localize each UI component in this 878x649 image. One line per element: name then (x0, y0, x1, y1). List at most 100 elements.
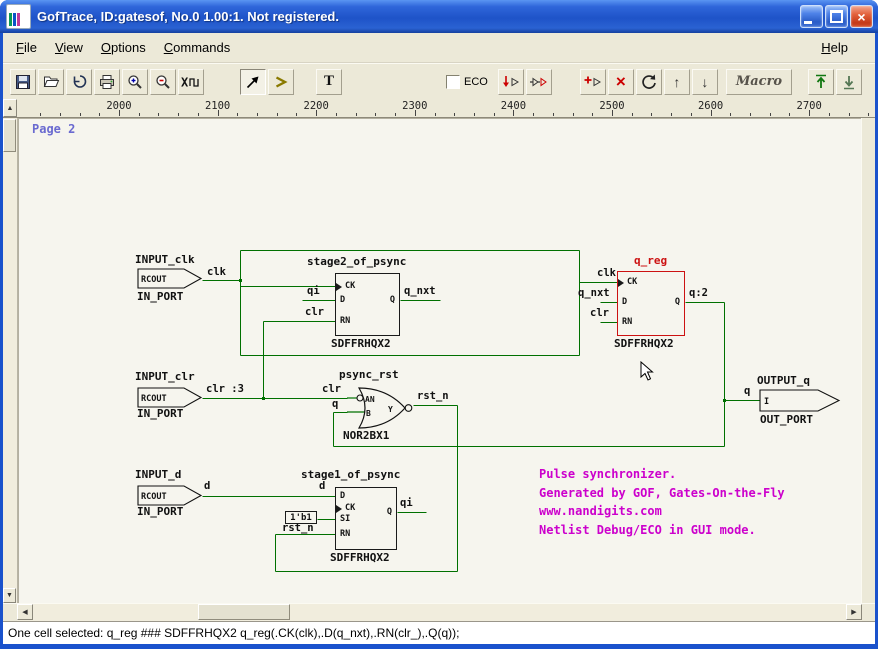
vertical-scrollbar[interactable]: ▼ (3, 118, 18, 603)
port-title-output-q[interactable]: OUTPUT_q (757, 374, 810, 387)
net-label-qi-stage2[interactable]: qi (307, 285, 320, 297)
ruler-tick (454, 113, 456, 116)
eco-label: ECO (464, 75, 488, 88)
cell-title-psync_rst[interactable]: psync_rst (339, 368, 399, 381)
vertical-scrollbar-thumb[interactable] (3, 119, 16, 152)
ruler-tick (237, 113, 239, 116)
menu-item-file[interactable]: File (16, 40, 37, 55)
ruler-tick (414, 110, 416, 116)
cell-q_reg[interactable]: CK D RN Q (617, 271, 685, 336)
net-label-qnxt-qreg[interactable]: q_nxt (578, 287, 610, 299)
pop-netlist-button[interactable] (836, 68, 863, 95)
hscroll-right-button[interactable]: ▶ (846, 604, 862, 620)
net-label-clk[interactable]: clk (207, 266, 226, 278)
cell-stage1_of_psync[interactable]: D CK SI RN Q (335, 487, 397, 550)
ruler-tick (276, 113, 278, 116)
ruler-tick (79, 113, 81, 116)
eco-add-gate-button[interactable] (579, 68, 606, 95)
menu-item-help[interactable]: Help (821, 40, 848, 55)
clock-pin-icon (336, 283, 342, 291)
ruler-tick (217, 110, 219, 116)
ruler-tick (612, 110, 613, 116)
net-label-clr-qreg[interactable]: clr (590, 307, 609, 319)
vscroll-up-button[interactable]: ▲ (3, 99, 17, 117)
app-logo-icon (6, 4, 31, 29)
menu-item-options[interactable]: Options (100, 40, 146, 55)
undo-button[interactable] (66, 68, 92, 95)
zoom-in-button[interactable] (122, 68, 148, 95)
cell-title-stage1[interactable]: stage1_of_psync (301, 468, 401, 481)
eco-move-up-button[interactable]: ↑ (663, 68, 690, 95)
close-button[interactable]: × (850, 5, 873, 28)
ruler-tick (59, 113, 61, 116)
port-symbol-input-d[interactable]: RCOUT (137, 485, 203, 506)
ruler-tick (335, 113, 337, 116)
maximize-button[interactable] (825, 5, 848, 28)
net-label-clr-3[interactable]: clr :3 (206, 383, 244, 395)
net-label-qi-out[interactable]: qi (400, 497, 413, 509)
horizontal-scrollbar-thumb[interactable] (198, 604, 290, 620)
schematic-canvas[interactable]: Page 2 INPUT_clk RCOUT IN_PORT clk INPUT… (18, 118, 861, 603)
open-button[interactable] (38, 68, 64, 95)
net-label-d-port[interactable]: d (204, 480, 211, 492)
port-type-input-clk: IN_PORT (137, 290, 184, 303)
print-button[interactable] (94, 68, 120, 95)
driver-tool-button[interactable] (268, 68, 294, 95)
ruler-tick (197, 113, 199, 116)
net-label-d-stage1[interactable]: d (319, 480, 326, 492)
text-tool-button[interactable]: T (316, 68, 342, 95)
zoom-out-button[interactable] (150, 68, 176, 95)
port-title-input-d[interactable]: INPUT_d (135, 468, 182, 481)
eco-delete-button[interactable]: × (607, 68, 634, 95)
net-label-qnxt-out[interactable]: q_nxt (404, 285, 436, 297)
ruler-tick (158, 113, 160, 116)
port-title-input-clk[interactable]: INPUT_clk (135, 253, 195, 266)
eco-insert-after-button[interactable] (497, 68, 524, 95)
cell-title-stage2[interactable]: stage2_of_psync (307, 255, 407, 268)
port-symbol-output-q[interactable]: I (759, 389, 841, 412)
port-symbol-input-clr[interactable]: RCOUT (137, 387, 203, 408)
eco-move-down-button[interactable]: ↓ (691, 68, 718, 95)
annotation-text: Pulse synchronizer.Generated by GOF, Gat… (539, 465, 785, 539)
port-symbol-input-clk[interactable]: RCOUT (137, 268, 203, 289)
net-label-q-out[interactable]: q (744, 385, 751, 397)
vscroll-down-button[interactable]: ▼ (3, 588, 16, 603)
ruler-tick (375, 113, 377, 116)
net-label-rstn-out[interactable]: rst_n (417, 390, 449, 402)
right-filler (861, 118, 875, 603)
net-label-q2[interactable]: q:2 (689, 287, 708, 299)
net-label-clr-gate[interactable]: clr (322, 383, 341, 395)
menu-item-view[interactable]: View (54, 40, 83, 55)
push-netlist-button[interactable] (808, 68, 835, 95)
cell-stage2_of_psync[interactable]: CK D RN Q (335, 273, 400, 336)
ruler-tick (493, 113, 495, 116)
net-label-clk-qreg[interactable]: clk (597, 267, 616, 279)
port-title-input-clr[interactable]: INPUT_clr (135, 370, 195, 383)
save-button[interactable] (10, 68, 36, 95)
ruler-tick (395, 113, 397, 116)
eco-restore-button[interactable] (635, 68, 662, 95)
ruler-tick (434, 113, 436, 116)
menu-bar: File View Options Commands Help (3, 33, 875, 63)
menu-item-commands[interactable]: Commands (163, 40, 231, 55)
port-type-input-d: IN_PORT (137, 505, 184, 518)
hscroll-left-button[interactable]: ◀ (17, 604, 33, 620)
net-label-q-nor[interactable]: q (332, 398, 339, 410)
eco-checkbox[interactable] (446, 74, 460, 89)
horizontal-scrollbar[interactable]: ◀ ▶ (17, 604, 862, 621)
eco-insert-between-button[interactable] (525, 68, 552, 95)
minimize-button[interactable] (800, 5, 823, 28)
cell-psync_rst[interactable]: AN B Y (347, 386, 417, 430)
wire-junction (723, 399, 726, 402)
net-label-clr-stage2[interactable]: clr (305, 306, 324, 318)
pointer-tool-button[interactable] (240, 68, 266, 95)
net-label-rstn-stage1[interactable]: rst_n (282, 522, 314, 534)
svg-text:I: I (764, 397, 769, 407)
cell-title-q_reg[interactable]: q_reg (634, 254, 668, 267)
const-1b1[interactable]: 1'b1 (285, 511, 317, 524)
macro-button[interactable]: Macro (725, 68, 793, 95)
waveform-button[interactable]: X (178, 68, 204, 95)
ruler-tick (631, 113, 633, 116)
title-bar[interactable]: GofTrace, ID:gatesof, No.0 1.00:1. Not r… (0, 0, 878, 33)
